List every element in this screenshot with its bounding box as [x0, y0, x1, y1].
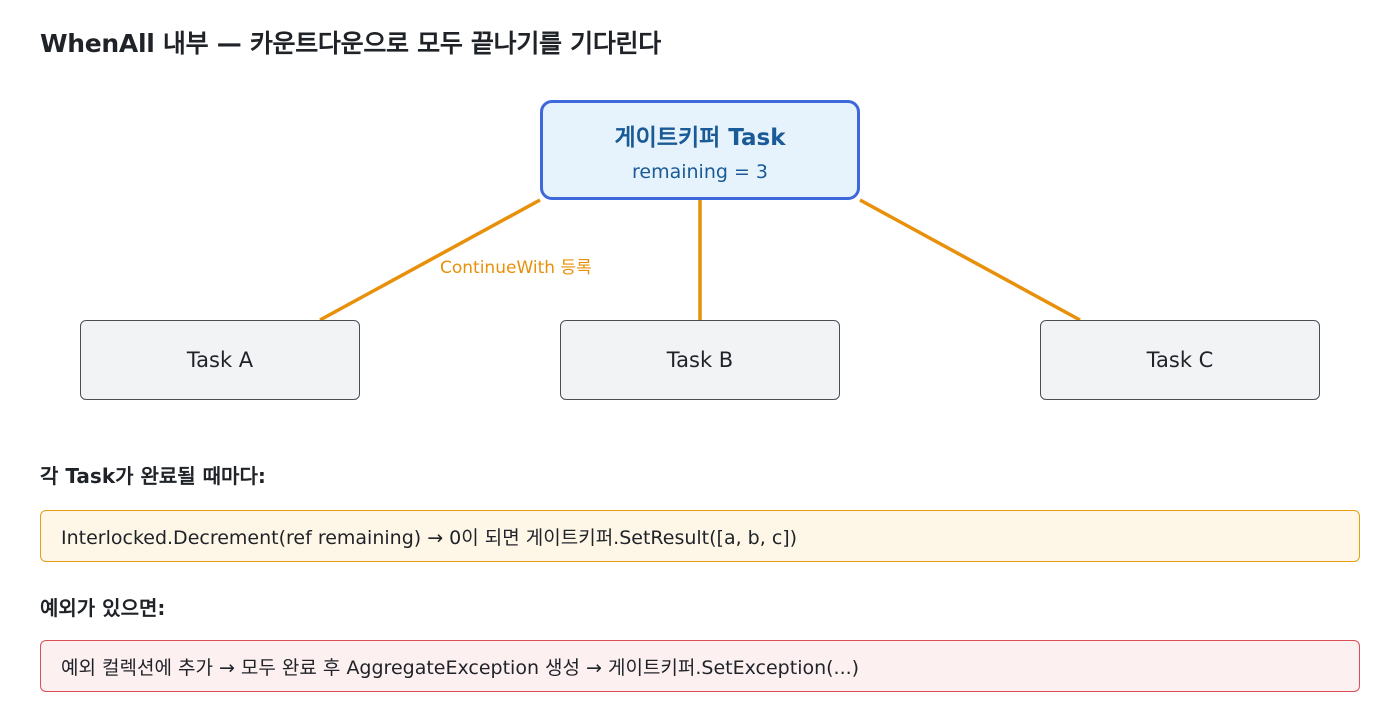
connector-gatekeeper-task-a	[319, 198, 541, 322]
gatekeeper-remaining: remaining = 3	[631, 160, 769, 183]
task-c-node: Task C	[1040, 320, 1320, 400]
connector-gatekeeper-task-c	[859, 198, 1081, 322]
task-b-node: Task B	[560, 320, 840, 400]
on-exception-heading: 예외가 있으면:	[40, 596, 166, 620]
on-complete-heading: 각 Task가 완료될 때마다:	[40, 464, 266, 488]
gatekeeper-task-node: 게이트키퍼 Task remaining = 3	[540, 100, 860, 200]
task-a-node: Task A	[80, 320, 360, 400]
continuewith-edge-label: ContinueWith 등록	[440, 258, 592, 278]
on-exception-note: 예외 컬렉션에 추가 → 모두 완료 후 AggregateException …	[40, 640, 1360, 692]
page-title: WhenAll 내부 — 카운트다운으로 모두 끝나기를 기다린다	[40, 29, 661, 58]
gatekeeper-title: 게이트키퍼 Task	[614, 124, 786, 151]
on-complete-note: Interlocked.Decrement(ref remaining) → 0…	[40, 510, 1360, 562]
